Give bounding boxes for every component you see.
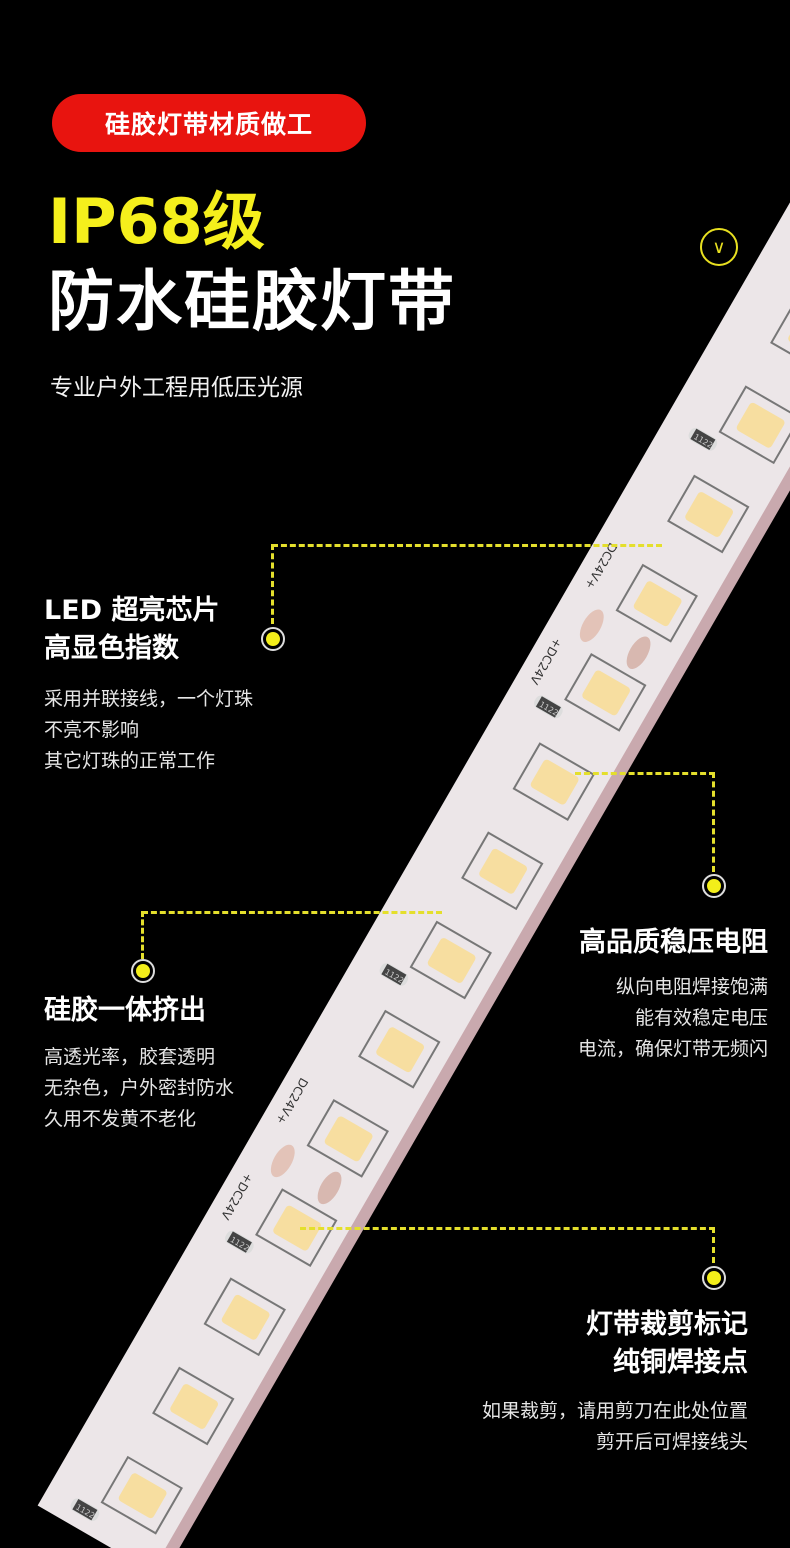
feature-text: 电流，确保灯带无频闪	[577, 1038, 768, 1060]
feature-text: 不亮不影响	[44, 719, 140, 741]
led-chip	[221, 1294, 270, 1340]
callout-dot-icon	[261, 627, 285, 651]
solder-pad	[626, 636, 651, 669]
led-chip	[479, 848, 527, 894]
solder-pad	[270, 1144, 295, 1178]
led-chip	[118, 1473, 167, 1519]
feature-title: 灯带裁剪标记	[586, 1309, 748, 1340]
callout-line	[712, 772, 715, 872]
led-outline	[152, 1366, 235, 1446]
led-chip	[170, 1384, 218, 1429]
feature-text: 如果裁剪，请用剪刀在此处位置	[481, 1400, 748, 1422]
led-outline	[770, 296, 790, 375]
feature-resistor: 高品质稳压电阻 纵向电阻焊接饱满 能有效稳定电压 电流，确保灯带无频闪	[578, 924, 768, 1065]
led-outline	[718, 385, 790, 465]
led-chip	[633, 581, 682, 627]
feature-text: 能有效稳定电压	[634, 1007, 768, 1029]
feature-text: 无杂色，户外密封防水	[44, 1077, 235, 1099]
feature-title: LED 超亮芯片	[44, 595, 220, 626]
led-chip	[736, 402, 785, 448]
callout-dot-icon	[131, 959, 155, 983]
callout-line	[272, 544, 662, 547]
led-outline	[512, 742, 595, 821]
feature-title: 高品质稳压电阻	[579, 927, 768, 958]
feature-text: 剪开后可焊接线头	[595, 1431, 748, 1453]
led-chip	[582, 670, 630, 716]
resistor	[72, 1499, 98, 1521]
led-chip	[324, 1116, 373, 1162]
feature-title: 硅胶一体挤出	[44, 995, 206, 1026]
title-main: 防水硅胶灯带	[48, 263, 456, 340]
resistor	[690, 428, 716, 450]
callout-line	[271, 544, 274, 624]
led-outline	[564, 653, 647, 732]
led-outline	[100, 1455, 183, 1535]
led-chip	[685, 492, 733, 537]
strip-body	[37, 93, 790, 1548]
feature-silicone: 硅胶一体挤出 高透光率，胶套透明 无杂色，户外密封防水 久用不发黄不老化	[44, 992, 234, 1135]
feature-cut-mark: 灯带裁剪标记 纯铜焊接点 如果裁剪，请用剪刀在此处位置 剪开后可焊接线头	[482, 1306, 748, 1458]
feature-text: 久用不发黄不老化	[44, 1108, 197, 1130]
led-outline	[667, 474, 750, 554]
resistor	[226, 1231, 252, 1253]
resistor	[535, 696, 561, 718]
led-outline	[255, 1188, 338, 1267]
callout-line	[141, 911, 144, 959]
feature-text: 高透光率，胶套透明	[44, 1046, 216, 1068]
feature-text: 采用并联接线，一个灯珠	[44, 688, 254, 710]
callout-dot-icon	[702, 1266, 726, 1290]
callout-dot-icon	[702, 874, 726, 898]
callout-line	[300, 1227, 715, 1230]
led-chip	[273, 1205, 321, 1251]
led-outline	[358, 1009, 441, 1089]
strip-shadow-edge	[150, 158, 790, 1548]
feature-led-chip: LED 超亮芯片 高显色指数 采用并联接线，一个灯珠 不亮不影响 其它灯珠的正常…	[44, 592, 253, 777]
material-badge: 硅胶灯带材质做工	[52, 94, 366, 152]
feature-text: 纵向电阻焊接饱满	[615, 976, 768, 998]
subtitle: 专业户外工程用低压光源	[50, 375, 303, 401]
led-chip	[376, 1027, 424, 1073]
chevron-down-circle-icon[interactable]: ∨	[700, 228, 738, 266]
callout-line	[575, 772, 715, 775]
led-outline	[615, 563, 698, 643]
solder-pad	[579, 609, 604, 642]
feature-title: 纯铜焊接点	[613, 1347, 748, 1378]
led-outline	[409, 920, 492, 1000]
led-outline	[461, 831, 544, 911]
resistor	[381, 963, 407, 986]
led-outline	[306, 1099, 389, 1178]
solder-pad	[317, 1171, 342, 1205]
callout-line	[142, 911, 442, 914]
led-outline	[203, 1277, 286, 1357]
callout-line	[712, 1227, 715, 1263]
led-chip	[427, 938, 476, 983]
feature-text: 其它灯珠的正常工作	[44, 750, 216, 772]
led-chip	[530, 759, 579, 805]
title-ip68: IP68级	[48, 185, 265, 258]
feature-title: 高显色指数	[44, 633, 179, 664]
